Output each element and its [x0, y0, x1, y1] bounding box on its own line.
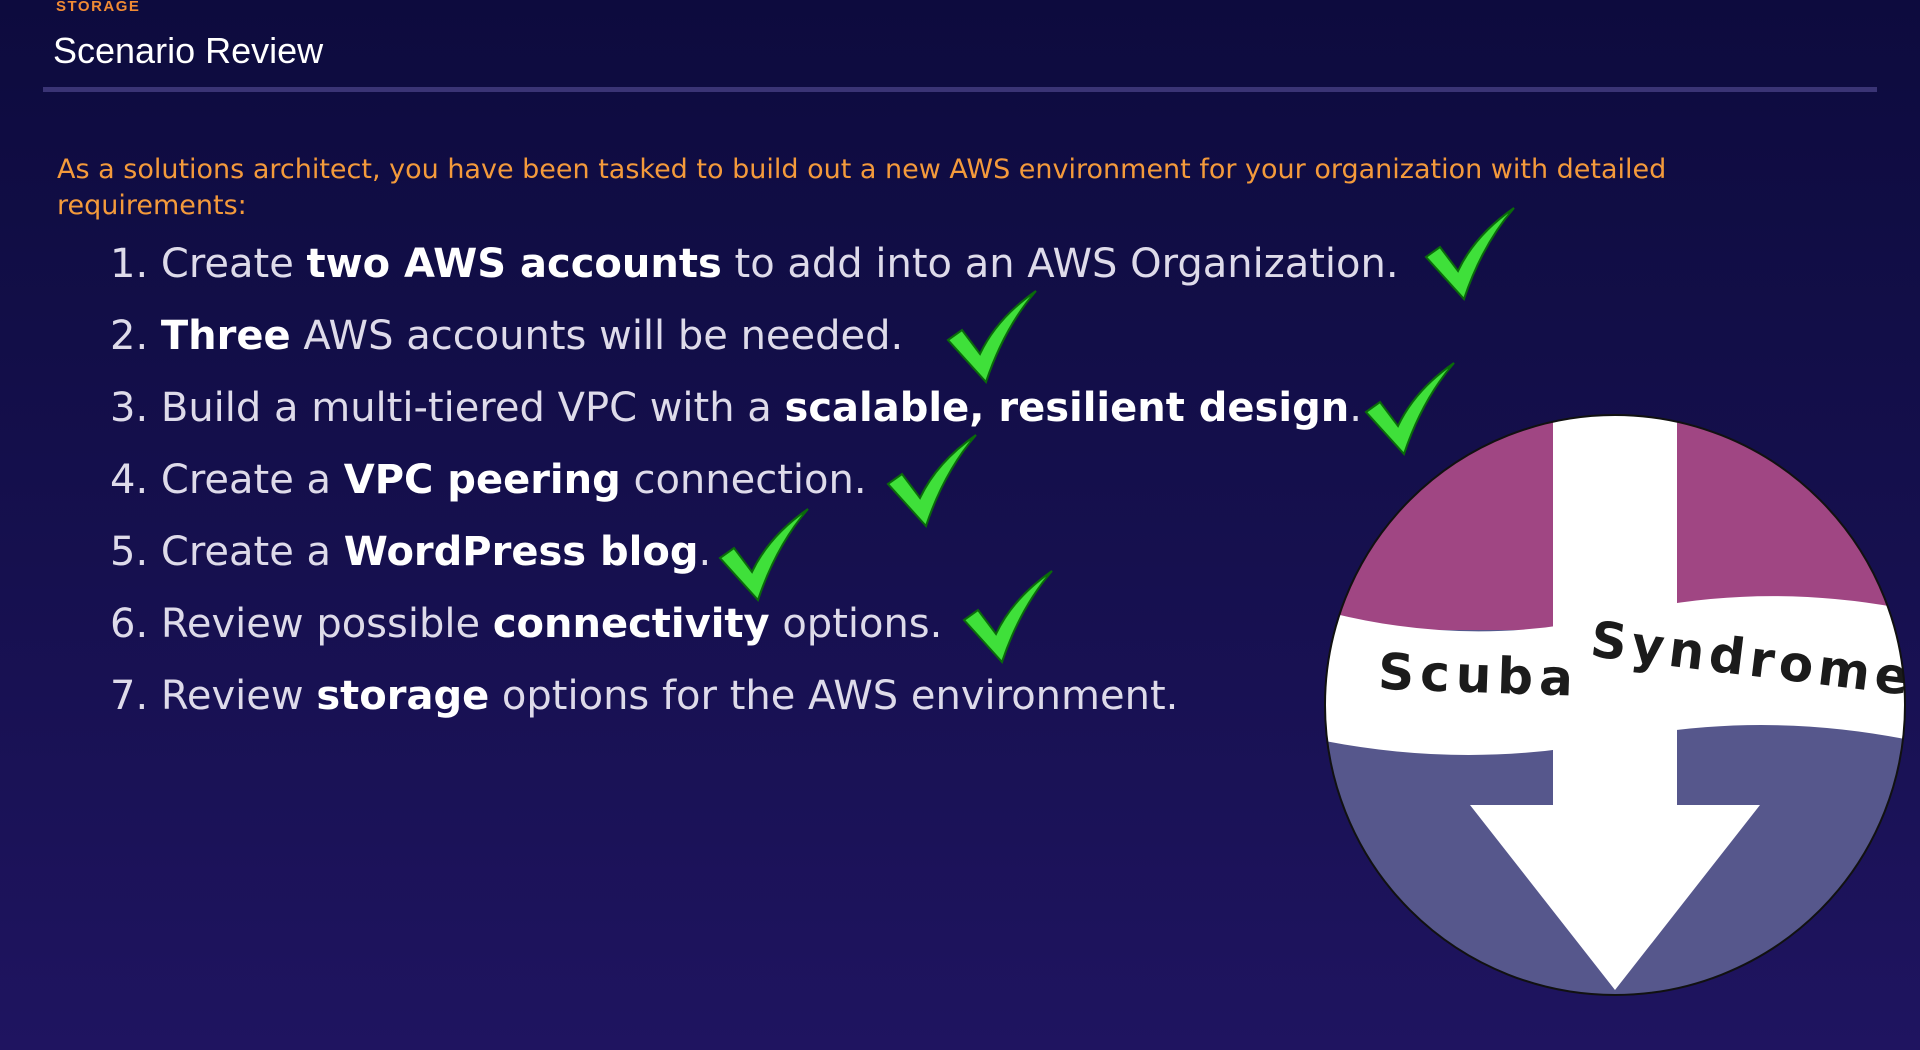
checkmark-icon — [886, 434, 977, 528]
requirement-emphasis: two AWS accounts — [306, 241, 722, 287]
logo-word-left: Scuba — [1377, 643, 1580, 708]
requirement-emphasis: connectivity — [492, 601, 770, 647]
checkmark-icon — [962, 570, 1053, 664]
requirement-text: connection. — [620, 457, 867, 503]
requirement-text: Review — [160, 673, 317, 719]
requirement-text: AWS accounts will be needed. — [290, 313, 904, 359]
requirement-number: 2. — [110, 313, 149, 359]
slide-title: Scenario Review — [53, 30, 324, 71]
requirement-emphasis: storage — [316, 673, 490, 719]
requirement-item: 5. Create a WordPress blog. — [110, 522, 1399, 594]
requirement-item: 7. Review storage options for the AWS en… — [110, 666, 1399, 738]
requirement-text: Create a — [160, 457, 344, 503]
requirement-number: 7. — [110, 673, 149, 719]
requirement-emphasis: WordPress blog — [343, 529, 699, 575]
requirement-text: . — [698, 529, 712, 575]
requirement-text: options for the AWS environment. — [489, 673, 1179, 719]
requirement-item: 1. Create two AWS accounts to add into a… — [110, 234, 1399, 306]
requirement-number: 1. — [110, 241, 149, 287]
requirement-item: 6. Review possible connectivity options. — [110, 594, 1399, 666]
intro-text: As a solutions architect, you have been … — [57, 154, 1667, 221]
checkmark-icon — [1424, 207, 1515, 301]
down-arrow-icon — [1470, 415, 1760, 990]
requirement-item: 4. Create a VPC peering connection. — [110, 450, 1399, 522]
requirement-number: 6. — [110, 601, 149, 647]
requirement-text: Create a — [160, 529, 344, 575]
checkmark-icon — [1364, 362, 1455, 456]
scuba-syndrome-logo: Scuba Syndrome — [1324, 414, 1906, 996]
requirement-text: options. — [769, 601, 943, 647]
requirement-text: . — [1349, 385, 1362, 431]
requirement-number: 4. — [110, 457, 149, 503]
requirement-text: Create — [160, 241, 307, 287]
title-divider — [43, 87, 1877, 92]
requirement-text: Review possible — [160, 601, 493, 647]
requirement-number: 3. — [110, 385, 149, 431]
requirement-emphasis: VPC peering — [343, 457, 621, 503]
requirement-emphasis: scalable, resilient design — [784, 385, 1350, 431]
checkmark-icon — [718, 508, 809, 602]
section-label: STORAGE — [56, 0, 141, 15]
requirement-item: 3. Build a multi-tiered VPC with a scala… — [110, 378, 1399, 450]
checkmark-icon — [946, 290, 1037, 384]
requirement-emphasis: Three — [160, 313, 291, 359]
requirement-text: to add into an AWS Organization. — [721, 241, 1399, 287]
requirement-number: 5. — [110, 529, 149, 575]
requirement-item: 2. Three AWS accounts will be needed. — [110, 306, 1399, 378]
requirements-list: 1. Create two AWS accounts to add into a… — [110, 234, 1399, 738]
requirement-text: Build a multi-tiered VPC with a — [160, 385, 785, 431]
